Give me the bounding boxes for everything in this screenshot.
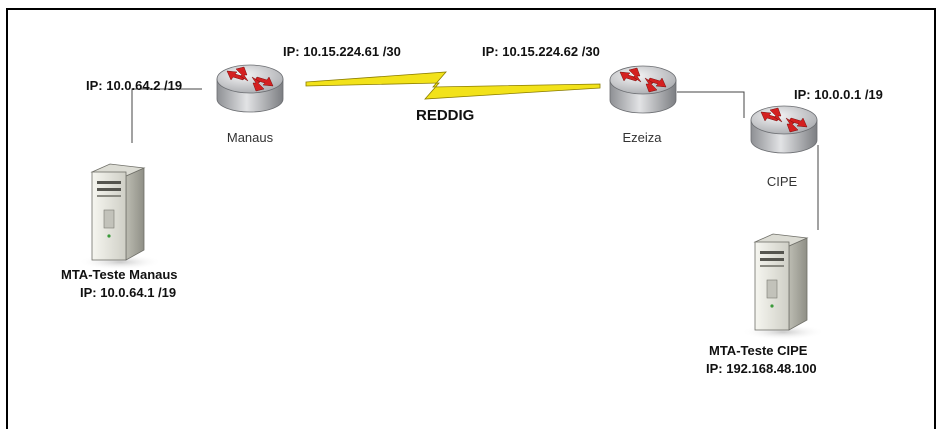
router-ezeiza-icon	[609, 65, 677, 114]
router-cipe-icon	[750, 105, 818, 154]
link-manaus-to-server	[131, 88, 202, 143]
router-manaus-icon	[216, 64, 284, 113]
ip-ezeiza-wan: IP: 10.15.224.62 /30	[482, 44, 600, 59]
server-manaus-name: MTA-Teste Manaus	[61, 267, 178, 282]
router-ezeiza-label: Ezeiza	[622, 130, 662, 145]
server-manaus-ip: IP: 10.0.64.1 /19	[80, 285, 176, 300]
ip-manaus-lan: IP: 10.0.64.2 /19	[86, 78, 182, 93]
diagram-frame	[6, 8, 936, 429]
reddig-link-bolt	[305, 71, 601, 100]
router-cipe-label: CIPE	[767, 174, 798, 189]
ip-cipe-lan: IP: 10.0.0.1 /19	[794, 87, 883, 102]
server-manaus-icon	[77, 163, 163, 271]
ip-manaus-wan: IP: 10.15.224.61 /30	[283, 44, 401, 59]
router-manaus-label: Manaus	[227, 130, 274, 145]
server-cipe-ip: IP: 192.168.48.100	[706, 361, 817, 376]
network-label: REDDIG	[416, 107, 474, 124]
server-cipe-icon	[740, 233, 826, 341]
link-ezeiza-to-cipe	[677, 91, 745, 118]
server-cipe-name: MTA-Teste CIPE	[709, 343, 808, 358]
